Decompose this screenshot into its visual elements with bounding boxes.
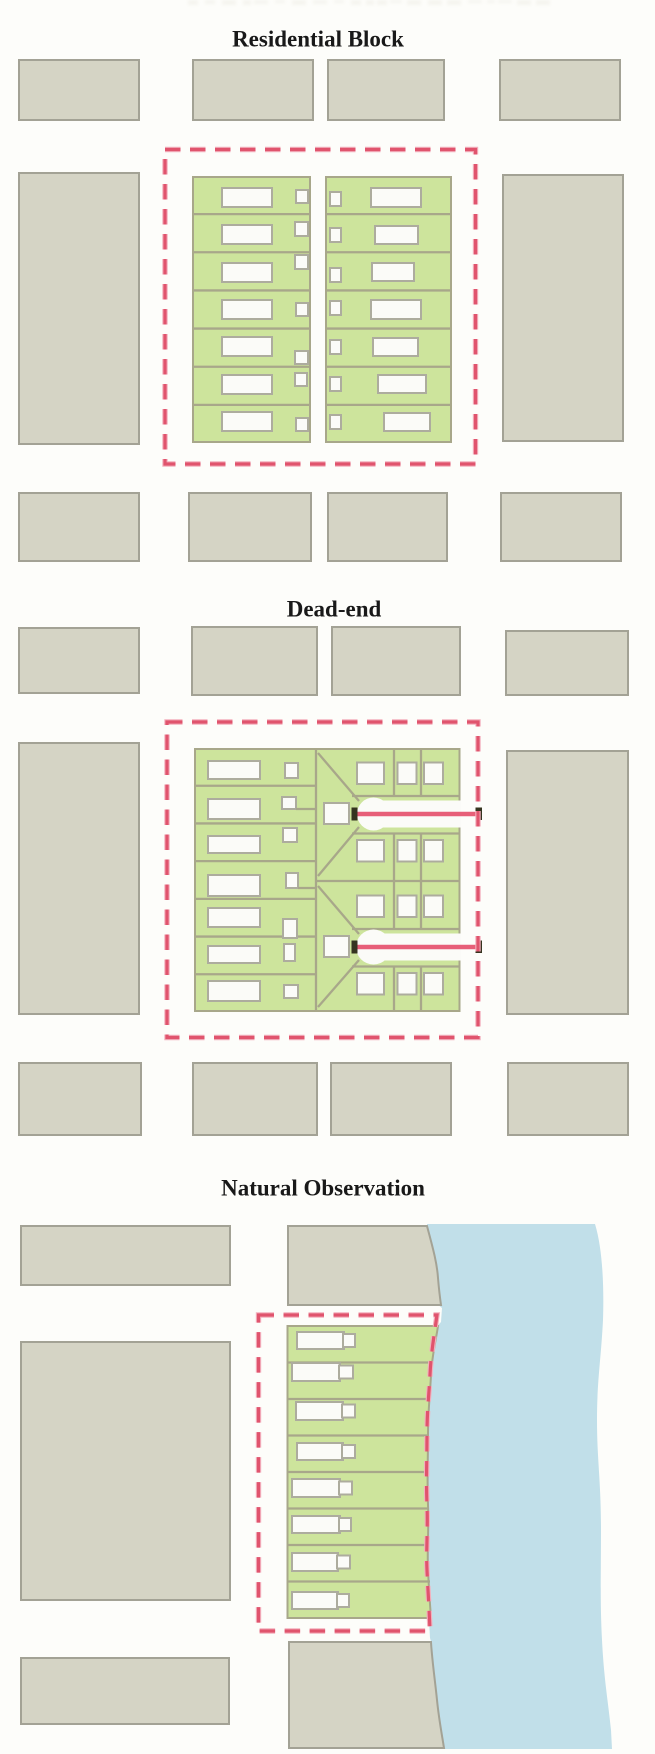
svg-text:Dead-end: Dead-end — [287, 597, 382, 622]
svg-text:Residential Block: Residential Block — [232, 27, 404, 52]
svg-text:Natural Observation: Natural Observation — [221, 1176, 425, 1201]
